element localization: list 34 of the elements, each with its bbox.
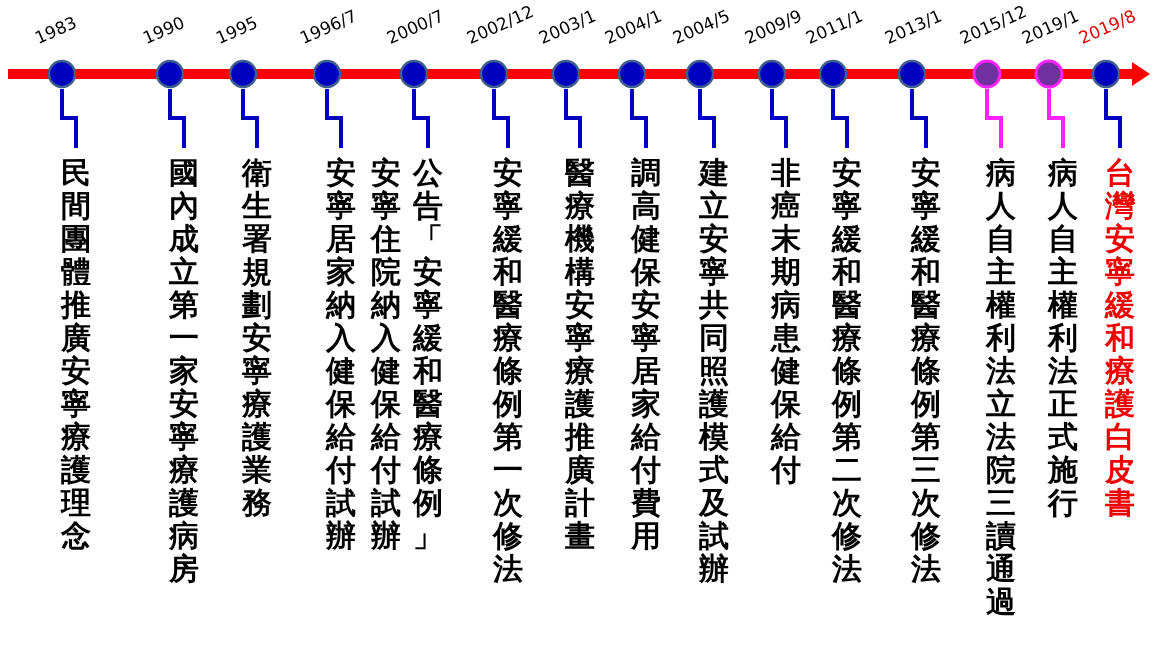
event-text: 調高健保安寧居家給付費用 [631,156,661,552]
event-text: 公告「安寧緩和醫療條例」 [413,156,443,552]
date-label: 1990 [139,12,188,48]
event-text: 安寧緩和醫療條例第一次修法 [493,156,523,585]
event-text: 台灣安寧緩和療護白皮書 [1105,156,1135,519]
event-text: 病人自主權利法立法院三讀通過 [986,156,1016,618]
event-text: 建立安寧共同照護模式及試辦 [699,156,729,585]
event-text: 國內成立第一家安寧療護病房 [169,156,199,585]
event-text: 安寧緩和醫療條例第二次修法 [832,156,862,585]
leader-line [492,89,510,148]
event-text: 病人自主權利法正式施行 [1048,156,1078,519]
event-text: 醫療機構安寧療護推廣計畫 [565,156,595,552]
leader-line [412,89,430,148]
leader-line [910,89,928,148]
leader-line [564,89,582,148]
leader-line [1104,89,1122,148]
event-text: 安寧居家納入健保給付試辦 [326,156,356,552]
event-text: 衛生署規劃安寧療護業務 [242,156,272,519]
event-text: 安寧緩和醫療條例第三次修法 [911,156,941,585]
leader-line [770,89,788,148]
date-label: 1995 [212,12,261,48]
leader-line [241,89,259,148]
leader-line [985,89,1003,148]
event-text: 非癌末期病患健保給付 [771,156,801,486]
leader-line [168,89,186,148]
leader-line [60,89,78,148]
date-label: 1983 [31,12,80,48]
event-text: 安寧住院納入健保給付試辦 [371,156,401,552]
leader-line [630,89,648,148]
leader-line [831,89,849,148]
leader-line [698,89,716,148]
leader-line [1047,89,1065,148]
leader-line [325,89,343,148]
event-text: 民間團體推廣安寧療護理念 [61,156,91,552]
